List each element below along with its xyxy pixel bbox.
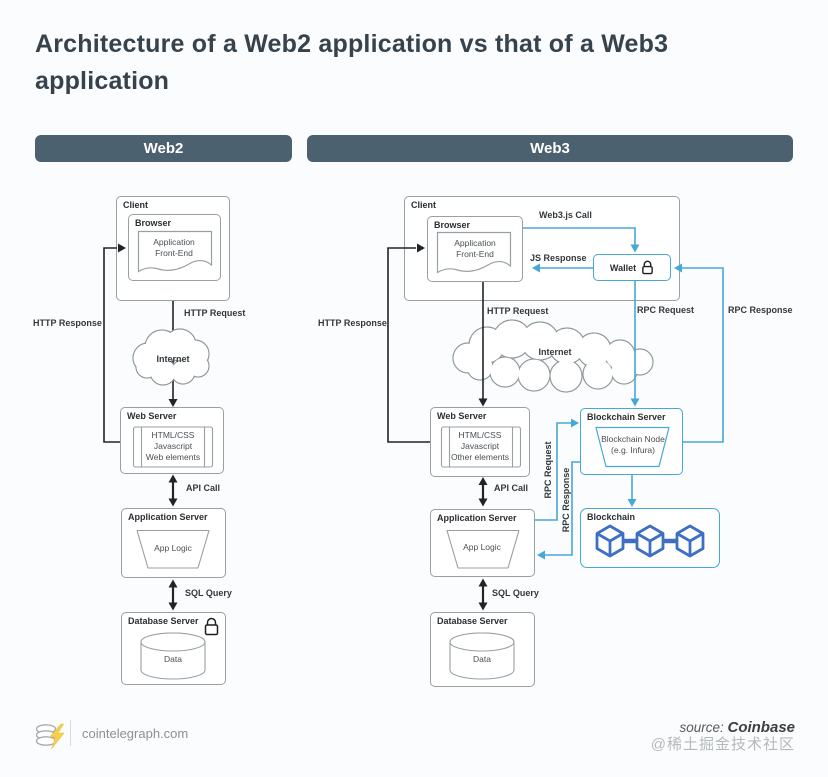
web2-data-text: Data xyxy=(164,654,182,664)
web2-client-label: Client xyxy=(123,200,149,210)
arrowhead-down xyxy=(168,602,178,611)
web3-blockchain-node-shape xyxy=(595,426,670,468)
source-credit: source: Coinbase xyxy=(495,719,795,736)
arrowhead-up xyxy=(168,474,178,483)
source-name: Coinbase xyxy=(727,719,795,736)
web3-rpc-request-label: RPC Request xyxy=(637,305,695,315)
web3-blockchain-server-label: Blockchain Server xyxy=(587,412,666,422)
web3js-call-line xyxy=(523,227,636,245)
web3-http-response-line xyxy=(387,247,430,443)
arrowhead-right xyxy=(118,243,126,253)
web3-internet-label: Internet xyxy=(538,347,572,357)
arrowhead-up xyxy=(478,477,488,485)
arrowhead-down xyxy=(168,399,178,407)
web3-rpc-response-side-label: RPC Response xyxy=(561,467,571,533)
arrowhead-up xyxy=(168,579,178,588)
watermark: @稀土掘金技术社区 xyxy=(650,736,795,753)
arrowhead-down xyxy=(630,398,640,407)
web2-frontend-document-shape xyxy=(137,230,213,273)
arrowhead-down xyxy=(478,398,488,407)
web2-internet-label: Internet xyxy=(156,354,190,364)
arrowhead-left xyxy=(537,550,545,560)
web3-web-server-text: HTML/CSS Javascript Other elements xyxy=(450,430,510,462)
web2-web-server-contents-shape xyxy=(132,426,214,468)
web3-browser-label: Browser xyxy=(434,220,471,230)
web3-client-label: Client xyxy=(411,200,437,210)
arrowhead-right xyxy=(571,418,579,428)
web3-wallet-box: Wallet xyxy=(593,254,671,281)
inner-shapes xyxy=(132,230,705,680)
page-title: Architecture of a Web2 application vs th… xyxy=(35,30,669,95)
footer-divider xyxy=(70,720,71,746)
arrowhead-down xyxy=(630,244,640,253)
web3-blockchain-node-text: Blockchain Node (e.g. Infura) xyxy=(601,434,665,455)
cointelegraph-logo xyxy=(35,723,65,750)
web3-wallet-label: Wallet xyxy=(609,262,637,273)
web3-blue-arrowheads xyxy=(532,244,682,560)
blockchain-cubes-icon xyxy=(595,524,705,558)
arrowhead-down xyxy=(627,499,637,507)
web3-internet-cloud xyxy=(452,319,654,393)
lightning-icon xyxy=(49,723,65,750)
web2-http-response-line xyxy=(103,247,120,443)
arrowhead-down xyxy=(168,498,178,507)
js-response-label: JS Response xyxy=(530,253,587,263)
lock-icon xyxy=(204,617,219,636)
web2-app-logic-shape xyxy=(136,529,210,569)
web2-app-logic-text: App Logic xyxy=(154,543,192,553)
web3-http-response-label: HTTP Response xyxy=(318,318,387,328)
footer-site-label: cointelegraph.com xyxy=(82,726,189,741)
arrowhead-left xyxy=(532,263,540,273)
web2-internet-cloud xyxy=(132,328,210,386)
rpc-response-wallet-line xyxy=(682,267,724,443)
arrowhead-left xyxy=(674,263,682,273)
web2-web-server-text: HTML/CSS Javascript Web elements xyxy=(145,430,201,462)
web3-header: Web3 xyxy=(307,135,793,162)
web3-frontend-document-shape xyxy=(436,231,512,274)
web3-data-cylinder xyxy=(449,632,515,680)
web3-frontend-text: Application Front-End xyxy=(454,238,496,259)
web2-sql-query-label: SQL Query xyxy=(185,588,232,598)
web3-web-server-contents-shape xyxy=(440,426,522,468)
web3-web-server-label: Web Server xyxy=(437,411,487,421)
web3-http-request-label: HTTP Request xyxy=(487,306,549,316)
web2-browser-label: Browser xyxy=(135,218,172,228)
web3-app-logic-text: App Logic xyxy=(463,542,501,552)
web3-app-server-label: Application Server xyxy=(437,513,517,523)
web3-app-logic-shape xyxy=(446,529,520,569)
web3-blockchain-label: Blockchain xyxy=(587,512,636,522)
web2-http-request-label: HTTP Request xyxy=(184,308,246,318)
web2-frontend-text: Application Front-End xyxy=(153,237,195,258)
web3-rpc-request-side-label: RPC Request xyxy=(543,441,553,499)
web2-arrowheads xyxy=(118,243,178,611)
arrowhead-up xyxy=(478,578,488,587)
web3-api-call-label: API Call xyxy=(494,483,529,493)
web3-rpc-response-label: RPC Response xyxy=(728,305,793,315)
web2-api-call-label: API Call xyxy=(186,483,221,493)
web2-app-server-label: Application Server xyxy=(128,512,208,522)
rpc-request-app-line xyxy=(535,422,571,521)
web3-black-arrowheads xyxy=(417,243,488,611)
web3-blue-connectors xyxy=(523,227,724,556)
web2-http-response-label: HTTP Response xyxy=(33,318,102,328)
arrowhead-right xyxy=(417,243,425,253)
rpc-response-app-line xyxy=(545,461,580,556)
web3-db-server-label: Database Server xyxy=(437,616,508,626)
web3js-call-label: Web3.js Call xyxy=(539,210,592,220)
web3-sql-query-label: SQL Query xyxy=(492,588,539,598)
web2-data-cylinder xyxy=(140,632,206,680)
web2-header: Web2 xyxy=(35,135,292,162)
arrowhead-down xyxy=(478,602,488,611)
source-label: source: xyxy=(679,720,724,735)
web2-web-server-label: Web Server xyxy=(127,411,177,421)
web2-db-server-label: Database Server xyxy=(128,616,199,626)
web3-data-text: Data xyxy=(473,654,491,664)
arrowhead-down xyxy=(478,498,488,507)
lock-icon xyxy=(642,260,653,275)
